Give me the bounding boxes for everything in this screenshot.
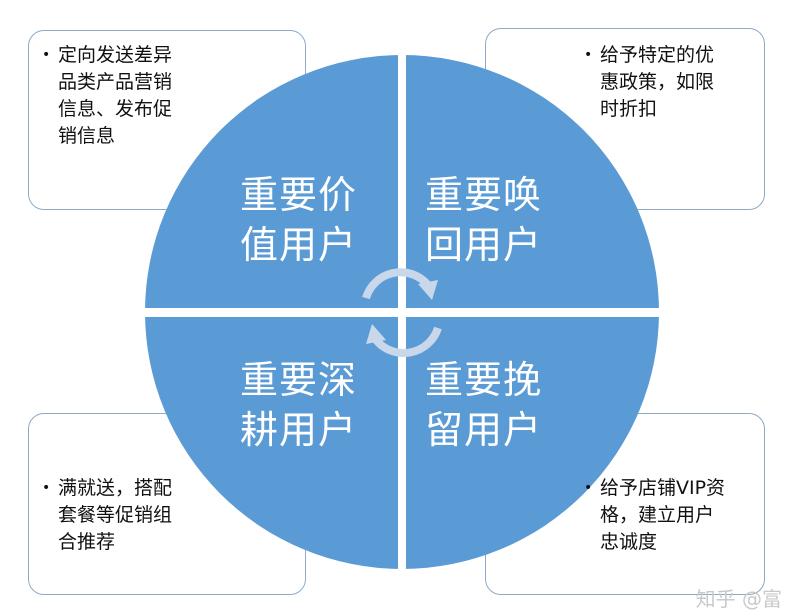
note-bottom-left: • 满就送，搭配套餐等促销组合推荐	[42, 477, 173, 553]
note-top-left: • 定向发送差异品类产品营销信息、发布促销信息	[42, 44, 173, 147]
horizontal-divider	[140, 308, 665, 317]
quadrant-label-top-left: 重要价值用户	[240, 173, 358, 267]
note-bottom-right: • 给予店铺VIP资格，建立用户忠诚度	[584, 477, 726, 553]
arrow-head-top	[418, 280, 438, 300]
cycle-arrows-icon	[362, 268, 442, 357]
arrow-head-bottom	[366, 324, 386, 344]
note-top-right: • 给予特定的优惠政策，如限时折扣	[584, 44, 715, 120]
quadrant-label-bottom-left: 重要深耕用户	[240, 358, 358, 452]
watermark: 知乎 @富	[695, 587, 782, 611]
quadrant-label-bottom-right: 重要挽留用户	[425, 358, 543, 452]
quadrant-label-top-right: 重要唤回用户	[425, 173, 543, 267]
